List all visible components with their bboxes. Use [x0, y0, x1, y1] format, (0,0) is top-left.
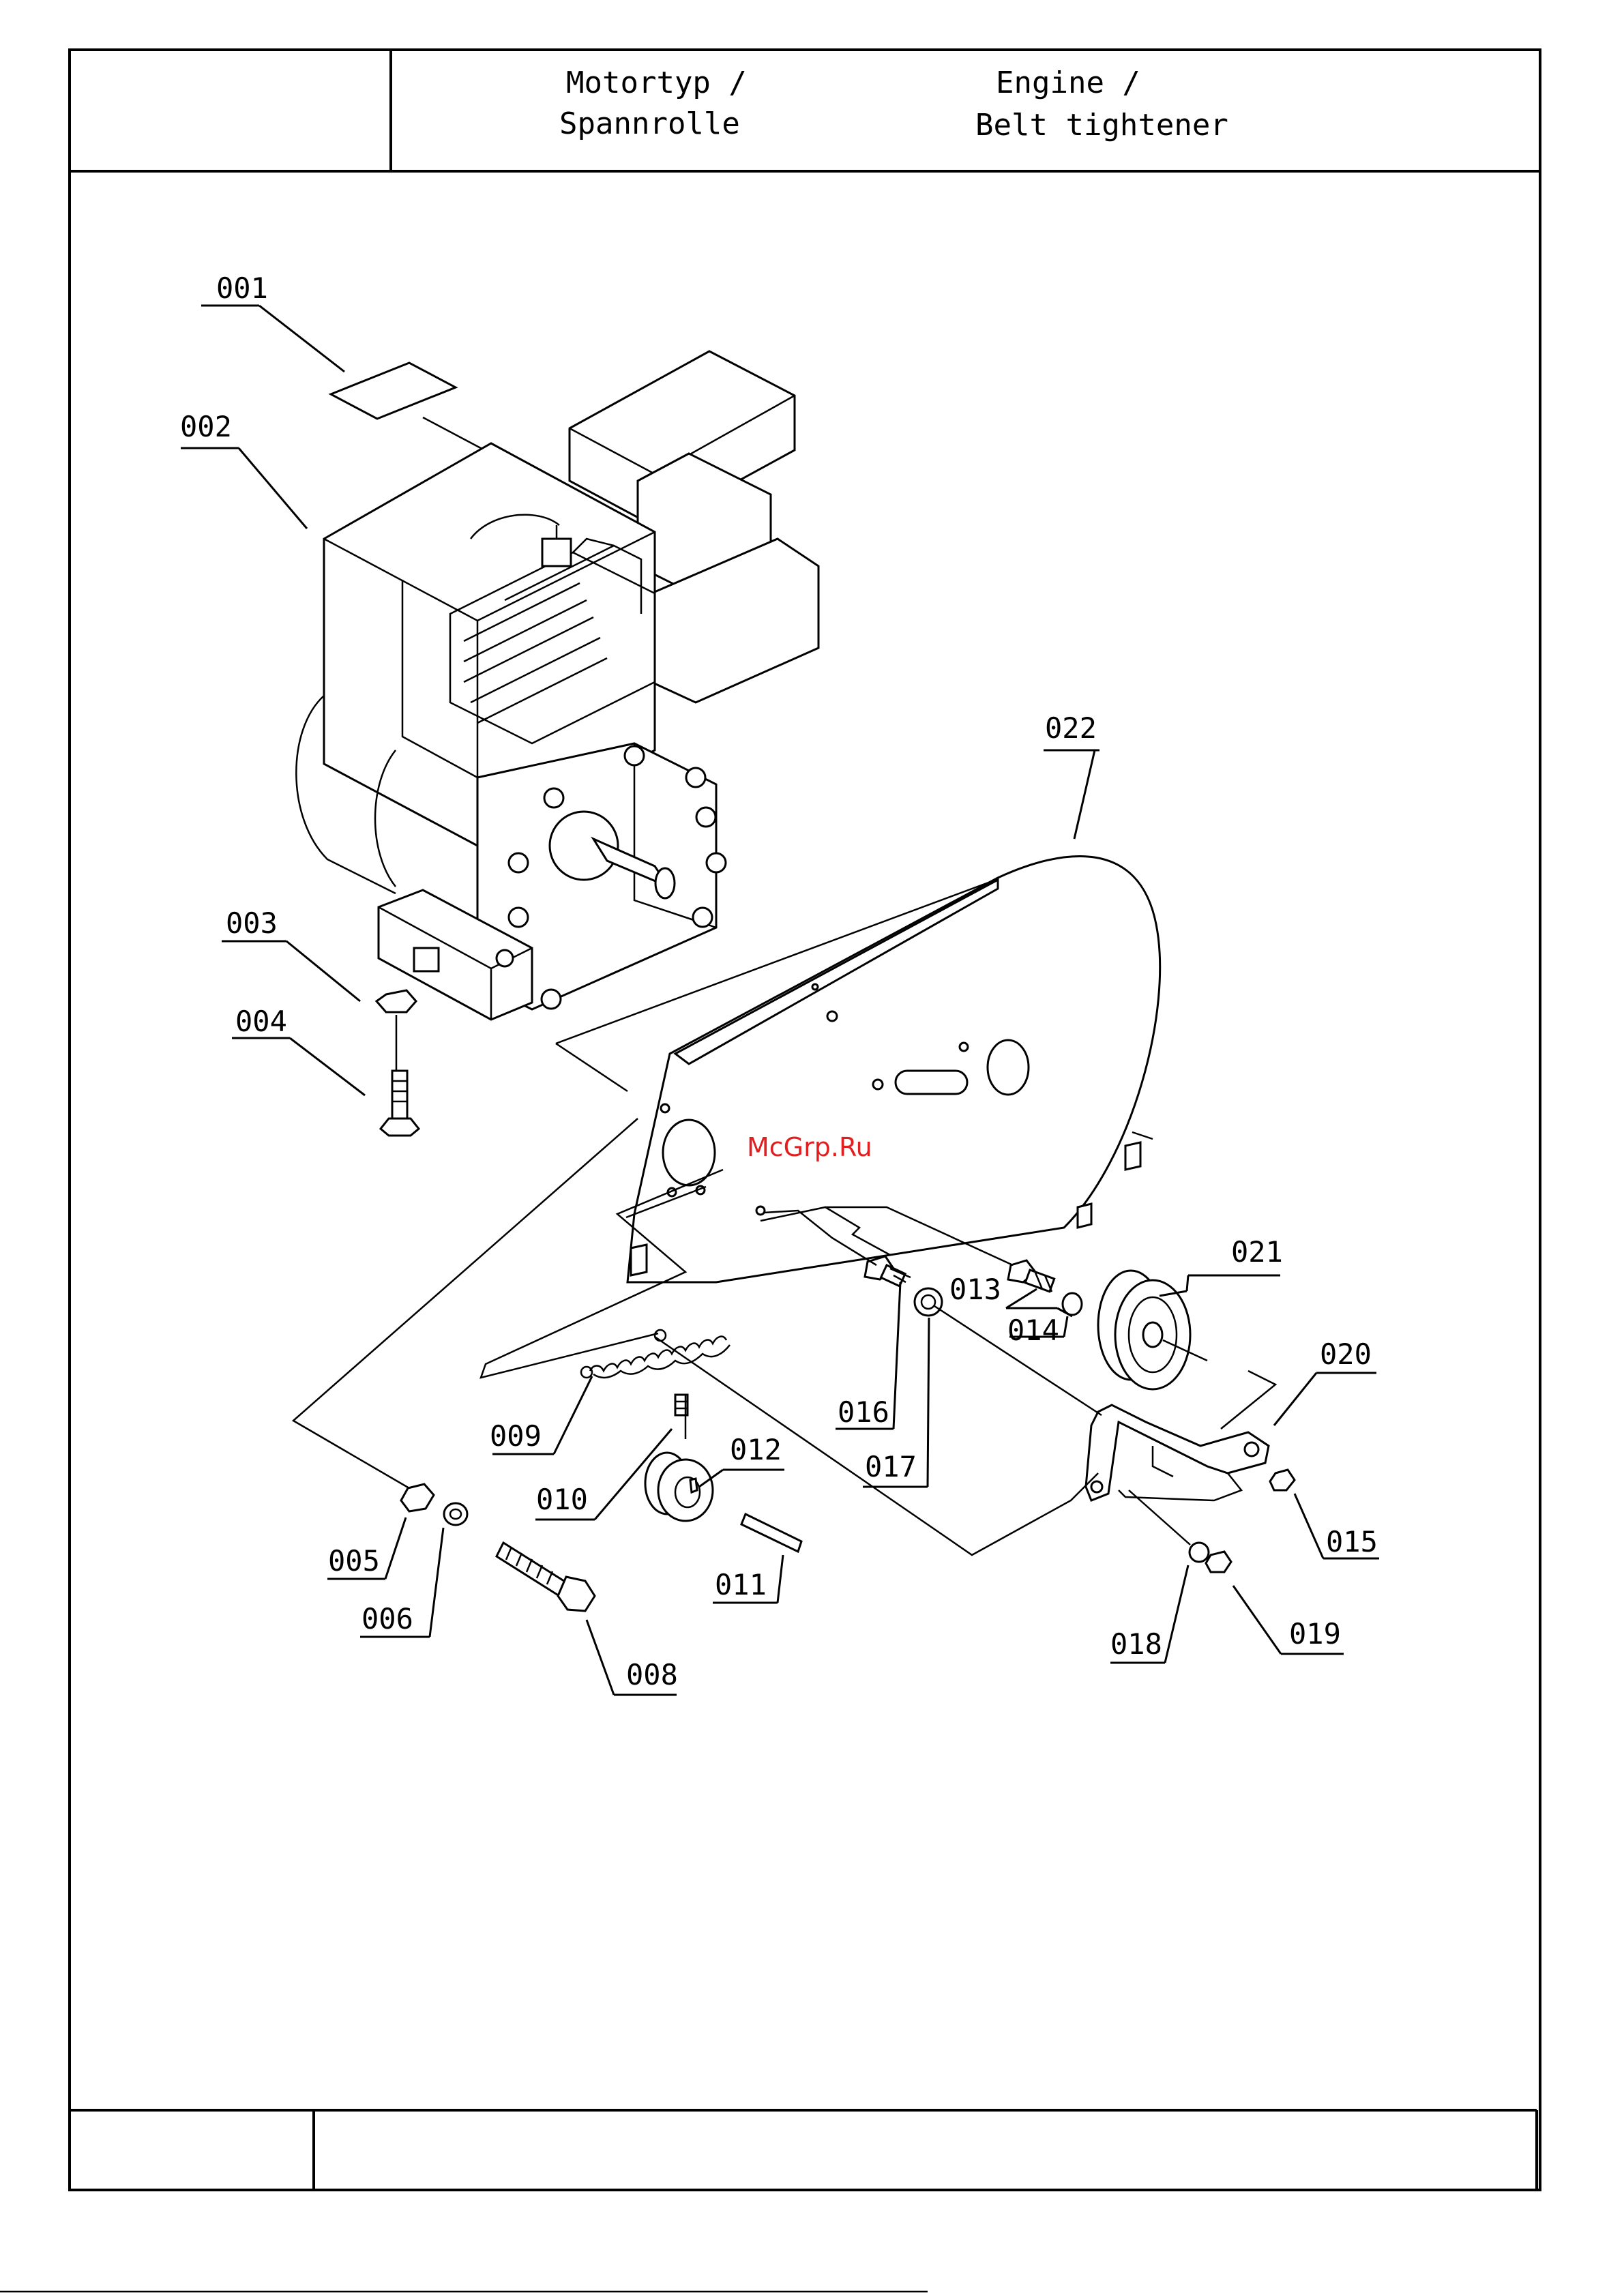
part-label-011: 011 — [715, 1568, 767, 1601]
part-label-012: 012 — [730, 1433, 782, 1466]
part-label-004: 004 — [235, 1005, 287, 1038]
part-label-009: 009 — [490, 1419, 542, 1453]
part-label-010: 010 — [536, 1483, 588, 1516]
title-right-line1: Engine / — [996, 65, 1140, 100]
part-label-013: 013 — [949, 1273, 1001, 1306]
base-bolt-assembly — [377, 990, 419, 1136]
part-label-005: 005 — [328, 1544, 380, 1578]
tensioner-arm-drawing — [1086, 1405, 1269, 1500]
part-label-008: 008 — [626, 1658, 678, 1691]
part-label-003: 003 — [226, 906, 278, 940]
part-label-018: 018 — [1110, 1627, 1162, 1661]
title-left-line2: Spannrolle — [559, 106, 740, 141]
engine-drawing — [296, 351, 818, 1020]
part-number-labels: 001 002 003 004 005 006 008 009 010 011 … — [180, 271, 1378, 1691]
title-left-line1: Motortyp / — [566, 65, 747, 100]
part-label-001: 001 — [216, 271, 268, 305]
part-label-015: 015 — [1326, 1525, 1378, 1558]
watermark-text: McGrp.Ru — [747, 1132, 872, 1162]
part-label-017: 017 — [865, 1450, 917, 1483]
part-label-006: 006 — [361, 1602, 413, 1635]
part-label-014: 014 — [1007, 1314, 1059, 1347]
part-label-002: 002 — [180, 410, 232, 443]
part-label-016: 016 — [838, 1395, 889, 1429]
part-label-020: 020 — [1320, 1337, 1372, 1371]
pulley-drawing — [1098, 1271, 1275, 1429]
part-label-021: 021 — [1231, 1235, 1283, 1269]
arm-fasteners — [1190, 1470, 1295, 1572]
title-block: Motortyp / Spannrolle Engine / Belt tigh… — [559, 65, 1228, 143]
part-label-019: 019 — [1289, 1617, 1341, 1650]
part-label-022: 022 — [1045, 711, 1097, 745]
title-right-line2: Belt tightener — [975, 108, 1228, 143]
